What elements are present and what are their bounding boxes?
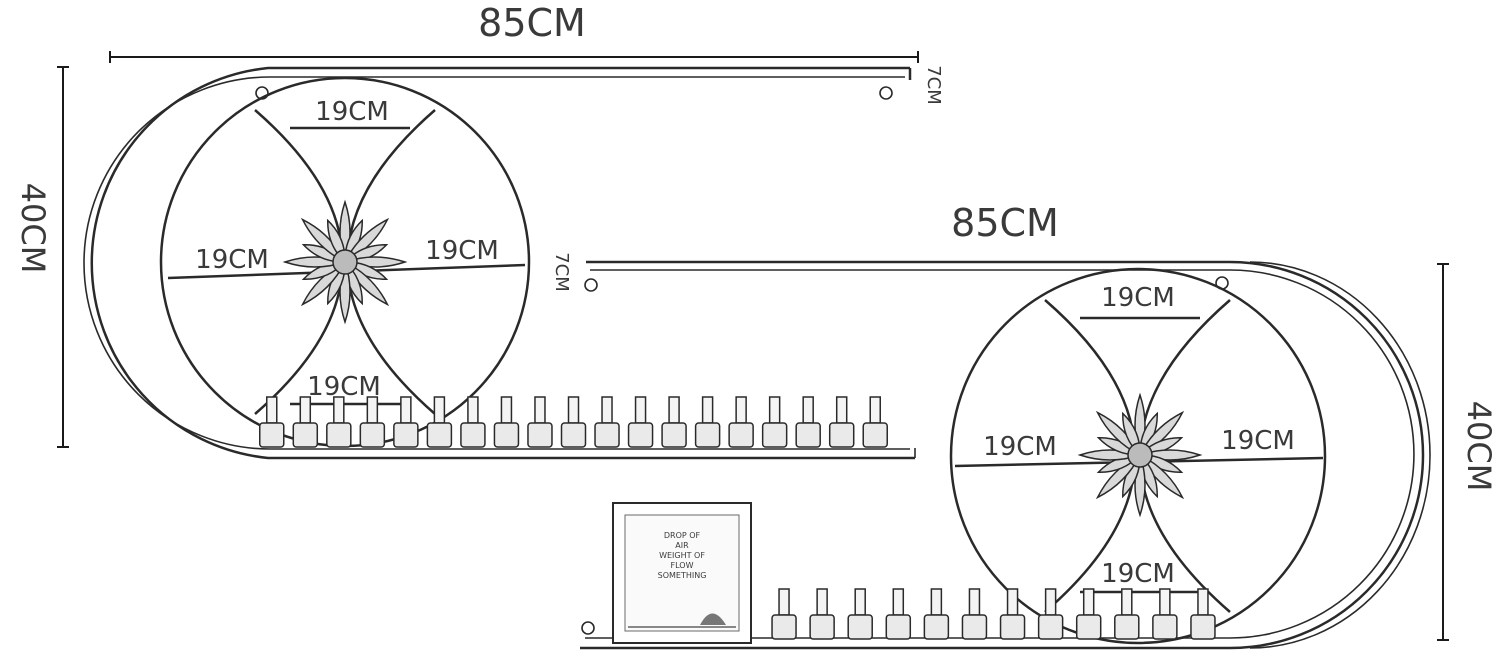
nail-polish-bottle	[728, 396, 754, 448]
nail-polish-bottle	[1114, 588, 1140, 640]
shelf-frame-depth-right	[1249, 261, 1431, 649]
frame-text-line-3: WEIGHT OF	[659, 551, 705, 560]
nail-polish-bottle	[661, 396, 687, 448]
picture-frame: DROP OF AIR WEIGHT OF FLOW SOMETHING	[612, 502, 752, 644]
frame-text-line-5: SOMETHING	[658, 571, 707, 580]
bottle-row-left	[259, 396, 888, 448]
segment-label-right-left: 19CM	[425, 236, 499, 266]
nail-polish-bottle	[885, 588, 912, 640]
segment-label-left-right: 19CM	[983, 432, 1057, 462]
flower-ornament-right	[1077, 392, 1203, 518]
nail-polish-bottle	[594, 396, 620, 448]
segment-label-left-left: 19CM	[195, 245, 269, 275]
nail-polish-bottle	[259, 396, 285, 448]
nail-polish-bottle	[923, 588, 950, 640]
nail-polish-bottle	[862, 396, 888, 448]
flower-ornament-left	[282, 199, 408, 325]
nail-polish-bottle	[393, 396, 419, 448]
nail-polish-bottle	[527, 396, 553, 448]
nail-polish-bottle	[426, 396, 453, 448]
width-label-left: 85CM	[478, 1, 586, 45]
nail-polish-bottle	[771, 588, 797, 640]
nail-polish-bottle	[460, 396, 486, 448]
nail-polish-bottle	[627, 396, 654, 448]
nail-polish-bottle	[828, 396, 855, 448]
nail-polish-bottle	[761, 396, 788, 448]
height-label-right: 40CM	[1460, 401, 1498, 492]
shelf-frame-inner-right	[585, 269, 1415, 639]
nail-polish-bottle	[1190, 588, 1216, 640]
nail-polish-bottle	[560, 396, 587, 448]
hanging-hook-right-left	[879, 86, 893, 100]
nail-polish-bottle	[847, 588, 873, 640]
nail-polish-bottle	[1075, 588, 1102, 640]
nail-polish-bottle	[809, 588, 835, 640]
height-label-left: 40CM	[14, 183, 52, 274]
nail-polish-bottle	[1037, 588, 1064, 640]
nail-polish-bottle	[795, 396, 821, 448]
nail-polish-bottle	[999, 588, 1026, 640]
nail-polish-bottle	[359, 396, 386, 448]
hanging-hook-left-right	[584, 278, 598, 292]
shelf-right: 85CM 40CM 7CM 19CM 19CM 19CM 19CM	[551, 201, 1498, 650]
width-label-right: 85CM	[951, 201, 1059, 245]
frame-text-line-2: AIR	[675, 541, 689, 550]
depth-label-left: 7CM	[923, 65, 944, 105]
depth-label-right: 7CM	[551, 252, 572, 292]
nail-polish-bottle	[694, 396, 721, 448]
segment-label-top-right: 19CM	[1101, 283, 1175, 313]
shelf-end-right	[581, 621, 595, 635]
nail-polish-bottle	[493, 396, 520, 448]
shelf-frame-right	[580, 260, 1425, 650]
nail-polish-bottle	[292, 396, 319, 448]
nail-polish-bottle	[1152, 588, 1178, 640]
frame-text-line-4: FLOW	[671, 561, 694, 570]
decorative-circle-right	[949, 267, 1327, 645]
segment-label-top-left: 19CM	[315, 97, 389, 127]
shelf-frame-inner-left	[83, 76, 910, 450]
shelf-frame-left	[90, 66, 915, 460]
tree-illustration	[700, 613, 726, 625]
segment-label-right-right: 19CM	[1221, 426, 1295, 456]
segment-label-bottom-right: 19CM	[1101, 559, 1175, 589]
shelf-left: 85CM 40CM 7CM 19CM 19CM 19CM 19CM	[14, 1, 944, 460]
nail-polish-bottle	[326, 396, 352, 448]
frame-text-line-1: DROP OF	[664, 531, 701, 540]
nail-polish-bottle	[961, 588, 988, 640]
bottle-row-right	[771, 588, 1216, 640]
